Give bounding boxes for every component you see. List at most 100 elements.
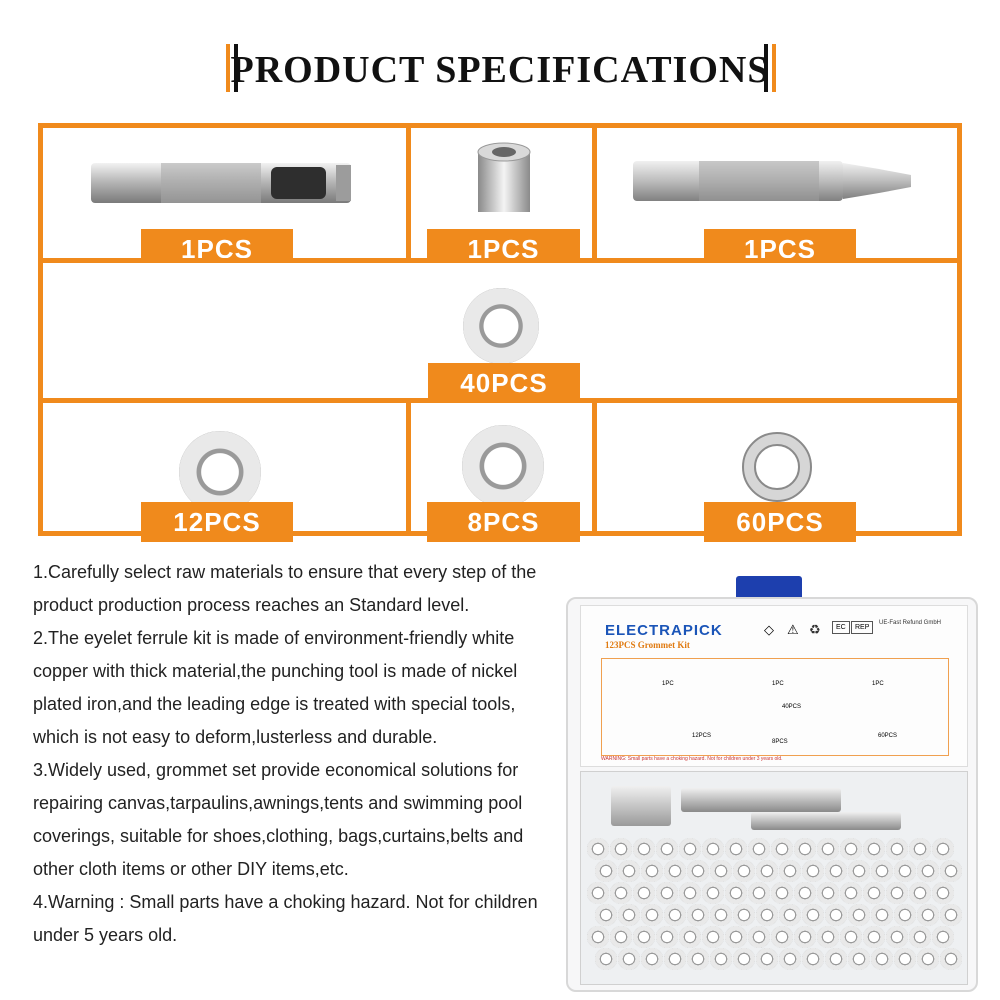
lid-warning: WARNING: Small parts have a choking haza…: [601, 756, 783, 762]
lid-spec-grid: 1PC 1PC 1PC 40PCS 12PCS 8PCS 60PCS: [601, 658, 949, 756]
grommet-piece: [802, 948, 824, 970]
grommet-piece: [779, 860, 801, 882]
title-bar: PRODUCT SPECIFICATIONS: [0, 40, 1000, 100]
description-item: 1.Carefully select raw materials to ensu…: [33, 562, 537, 615]
spec-cell-hole-punch: 1PCS: [38, 123, 411, 269]
box-tray: [580, 771, 968, 985]
grommet-piece: [917, 948, 939, 970]
grommet-piece: [656, 882, 678, 904]
grommet-piece: [587, 882, 609, 904]
grommet-piece: [840, 926, 862, 948]
grommet-piece: [886, 926, 908, 948]
grommet-piece: [610, 882, 632, 904]
grommet-piece: [871, 948, 893, 970]
grommets-in-box: [587, 838, 962, 978]
grommet-piece: [940, 948, 962, 970]
grommet-piece: [794, 882, 816, 904]
grommet-piece: [679, 926, 701, 948]
grommet-piece: [779, 904, 801, 926]
grommet-piece: [610, 838, 632, 860]
grommet-large-image: [463, 288, 539, 364]
grommet-piece: [909, 882, 931, 904]
grommet-piece: [802, 860, 824, 882]
spec-cell-setting-tool: 1PCS: [592, 123, 962, 269]
grommet-piece: [871, 904, 893, 926]
grommet-piece: [871, 860, 893, 882]
grommet-piece: [702, 882, 724, 904]
grommet-piece: [687, 860, 709, 882]
grommet-piece: [748, 926, 770, 948]
grommet-piece: [932, 882, 954, 904]
spec-cell-washer: 60PCS: [592, 398, 962, 542]
grommet-piece: [710, 948, 732, 970]
grommet-piece: [940, 904, 962, 926]
grommet-piece: [656, 838, 678, 860]
grommet-piece: [817, 882, 839, 904]
grommet-piece: [940, 860, 962, 882]
grommet-piece: [909, 926, 931, 948]
grommet-piece: [848, 948, 870, 970]
anvil-in-box: [611, 786, 671, 826]
grommet-piece: [610, 926, 632, 948]
spec-cell-grommet-large: 40PCS: [38, 258, 962, 403]
grommet-piece: [932, 926, 954, 948]
qty-badge: 40PCS: [428, 363, 580, 403]
grommet-piece: [656, 926, 678, 948]
grommet-piece: [825, 948, 847, 970]
grommet-medium-image: [179, 431, 261, 513]
grommet-piece: [633, 926, 655, 948]
grommet-piece: [618, 904, 640, 926]
grommet-piece: [618, 860, 640, 882]
lid-qty: 60PCS: [878, 733, 898, 739]
grommet-piece: [771, 838, 793, 860]
grommet-piece: [917, 904, 939, 926]
lid-qty: 8PCS: [772, 739, 788, 745]
hole-punch-image: [91, 163, 351, 203]
grommet-piece: [595, 948, 617, 970]
product-name: 123PCS Grommet Kit: [605, 640, 690, 650]
grommet-piece: [702, 926, 724, 948]
grommet-piece: [702, 838, 724, 860]
lid-qty: 1PC: [772, 681, 784, 687]
grommet-piece: [840, 838, 862, 860]
brand-logo: ELECTRAPICK: [605, 622, 723, 639]
grommet-piece: [817, 838, 839, 860]
grommet-piece: [825, 904, 847, 926]
grommet-piece: [664, 860, 686, 882]
grommet-piece: [756, 948, 778, 970]
grommet-piece: [917, 860, 939, 882]
grommet-piece: [863, 882, 885, 904]
grommet-piece: [863, 926, 885, 948]
ec-label: EC: [832, 621, 850, 634]
diamond-icon: ◇: [764, 622, 774, 637]
grommet-piece: [641, 860, 663, 882]
grommet-piece: [641, 948, 663, 970]
grommet-piece: [817, 926, 839, 948]
grommet-piece: [848, 860, 870, 882]
grommet-piece: [771, 882, 793, 904]
grommet-piece: [794, 926, 816, 948]
title-left-accent: [226, 44, 230, 92]
grommet-piece: [679, 882, 701, 904]
grommet-piece: [710, 904, 732, 926]
grommet-piece: [886, 838, 908, 860]
grommet-piece: [802, 904, 824, 926]
grommet-piece: [756, 860, 778, 882]
grommet-piece: [894, 948, 916, 970]
qty-badge: 12PCS: [141, 502, 293, 542]
rep-label: REP: [851, 621, 874, 634]
qty-badge: 60PCS: [704, 502, 856, 542]
page-title: PRODUCT SPECIFICATIONS: [230, 49, 770, 91]
grommet-piece: [664, 948, 686, 970]
grommet-piece: [840, 882, 862, 904]
grommet-piece: [733, 860, 755, 882]
grommet-piece: [733, 904, 755, 926]
box-lid-label: ELECTRAPICK 123PCS Grommet Kit ◇ ⚠ ♻ EC …: [580, 605, 968, 767]
anvil-image: [477, 142, 531, 212]
warning-icon: ⚠: [787, 622, 799, 637]
grommet-piece: [725, 882, 747, 904]
grommet-piece: [733, 948, 755, 970]
grommet-piece: [687, 948, 709, 970]
grommet-piece: [587, 838, 609, 860]
spec-cell-grommet-small: 8PCS: [406, 398, 597, 542]
